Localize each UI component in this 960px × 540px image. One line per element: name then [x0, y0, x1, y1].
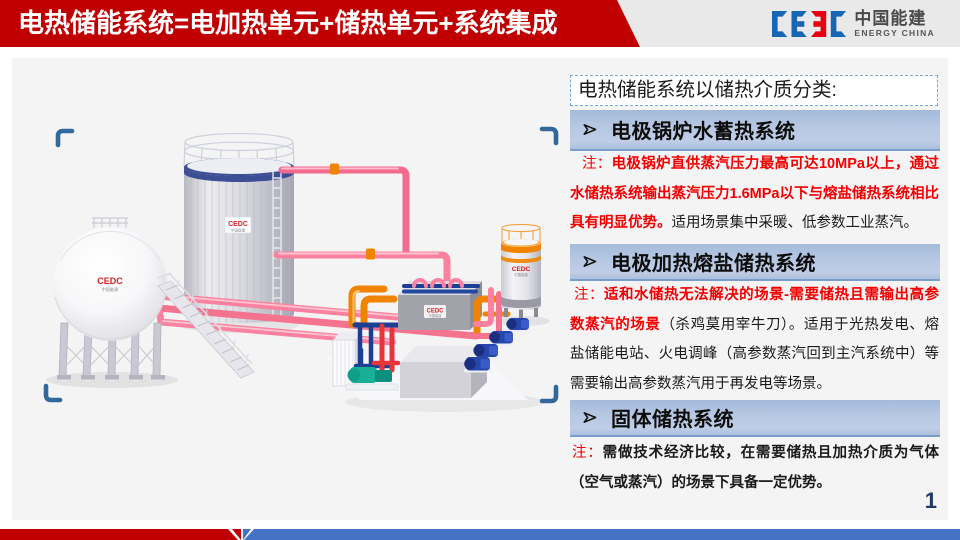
section-heading-salt: 电极加热熔盐储热系统	[570, 244, 940, 281]
ceec-logo: 中国能建 ENERGY CHINA	[771, 9, 935, 38]
svg-text:中国能建: 中国能建	[429, 313, 443, 318]
corner-bracket-bottom-left	[43, 383, 63, 403]
slide-title: 电热储能系统=电加热单元+储热单元+系统集成	[18, 8, 558, 38]
ceec-logo-text: 中国能建 ENERGY CHINA	[854, 10, 935, 38]
corner-bracket-top-left	[55, 128, 75, 148]
note-label: 注：	[582, 156, 612, 172]
footer-band	[0, 529, 960, 540]
green-pump	[345, 349, 399, 391]
note-emphasis: 适和水储热无法解决的场景-需要储热且需输出高参数蒸汽的场景	[570, 287, 939, 333]
header-band: 电热储能系统=电加热单元+储热单元+系统集成 中国能建 ENERGY CHINA	[0, 0, 960, 47]
sphere-tank: CEDC 中国能建	[53, 217, 255, 380]
pipe-top-run	[278, 163, 410, 256]
plant-3d-illustration: CEDC 中国能建	[43, 126, 559, 412]
corner-brackets	[43, 126, 559, 404]
svg-text:中国能建: 中国能建	[231, 228, 246, 233]
note-rest: 适用场景集中采暖、低参数工业蒸汽。	[671, 215, 919, 231]
red-pipes	[371, 323, 401, 373]
footer-blue-bar	[244, 529, 960, 540]
corner-bracket-bottom-right	[539, 384, 559, 404]
arrow-bullet-icon	[583, 412, 597, 423]
intro-box: 电热储能系统以储热介质分类:	[570, 75, 938, 106]
note-label: 注：	[572, 445, 603, 461]
molten-salt-tank: CEDC 中国能建	[501, 223, 541, 319]
section-note-solid: 注：需做技术经济比较，在需要储热且加热介质为气体（空气或蒸汽）的场景下具备一定优…	[570, 438, 939, 498]
note-emphasis: 电极锅炉直供蒸汽压力最高可达10MPa以上，通过水储热系统输出蒸汽压力1.6MP…	[570, 156, 939, 231]
hot-water-tank: CEDC 中国能建	[183, 132, 295, 323]
svg-text:CEDC: CEDC	[426, 309, 444, 315]
note-rest: （杀鸡莫用宰牛刀）。适用于光热发电、熔盐储能电站、火电调峰（高参数蒸汽回到主汽系…	[570, 316, 939, 392]
svg-text:中国能建: 中国能建	[102, 286, 120, 293]
corner-bracket-top-right	[539, 126, 559, 146]
note-rest: 需做技术经济比较，在需要储热且加热介质为气体（空气或蒸汽）的场景下具备一定优势。	[570, 445, 940, 491]
section-note-salt: 注：适和水储热无法解决的场景-需要储热且需输出高参数蒸汽的场景（杀鸡莫用宰牛刀）…	[570, 281, 939, 399]
section-heading-water: 电极锅炉水蓄热系统	[570, 110, 940, 151]
blue-pumps	[464, 318, 531, 373]
page-number: 1	[924, 488, 937, 513]
orange-pipes-left	[348, 285, 398, 328]
svg-text:中国能建: 中国能建	[514, 272, 528, 277]
section-heading-label: 电极加热熔盐储热系统	[611, 253, 816, 275]
logo-chinese-name: 中国能建	[854, 8, 927, 28]
logo-english-name: ENERGY CHINA	[854, 27, 935, 38]
svg-text:CEDC: CEDC	[512, 266, 531, 273]
arrow-bullet-icon	[583, 256, 597, 267]
pipe-mid-run	[273, 248, 451, 287]
salt-tank-logo: CEDC 中国能建	[512, 266, 531, 277]
section-heading-solid: 固体储热系统	[570, 400, 940, 437]
svg-text:CEDC: CEDC	[228, 221, 248, 228]
footer-red-notch	[232, 529, 241, 540]
box-logo: CEDC 中国能建	[424, 305, 446, 318]
footer-red-bar	[0, 529, 238, 540]
gray-box-upper: CEDC 中国能建	[398, 278, 482, 330]
classification-panel: 电热储能系统以储热介质分类: 电极锅炉水蓄热系统 注：电极锅炉直供蒸汽压力最高可…	[570, 75, 940, 515]
header-red-banner	[0, 0, 640, 47]
ceec-logo-icon	[772, 10, 847, 37]
sphere-logo: CEDC 中国能建	[97, 276, 123, 293]
arrow-bullet-icon	[583, 124, 597, 135]
tank-logo: CEDC 中国能建	[224, 216, 252, 234]
slide-canvas: CEDC 中国能建	[12, 58, 948, 520]
section-note-water: 注：电极锅炉直供蒸汽压力最高可达10MPa以上，通过水储热系统输出蒸汽压力1.6…	[570, 150, 939, 239]
sphere-stairs	[157, 272, 255, 379]
footer-blue-notch	[243, 529, 251, 540]
section-heading-label: 固体储热系统	[611, 409, 734, 431]
section-heading-label: 电极锅炉水蓄热系统	[611, 121, 796, 143]
svg-text:CEDC: CEDC	[97, 276, 123, 286]
note-label: 注：	[574, 287, 605, 303]
